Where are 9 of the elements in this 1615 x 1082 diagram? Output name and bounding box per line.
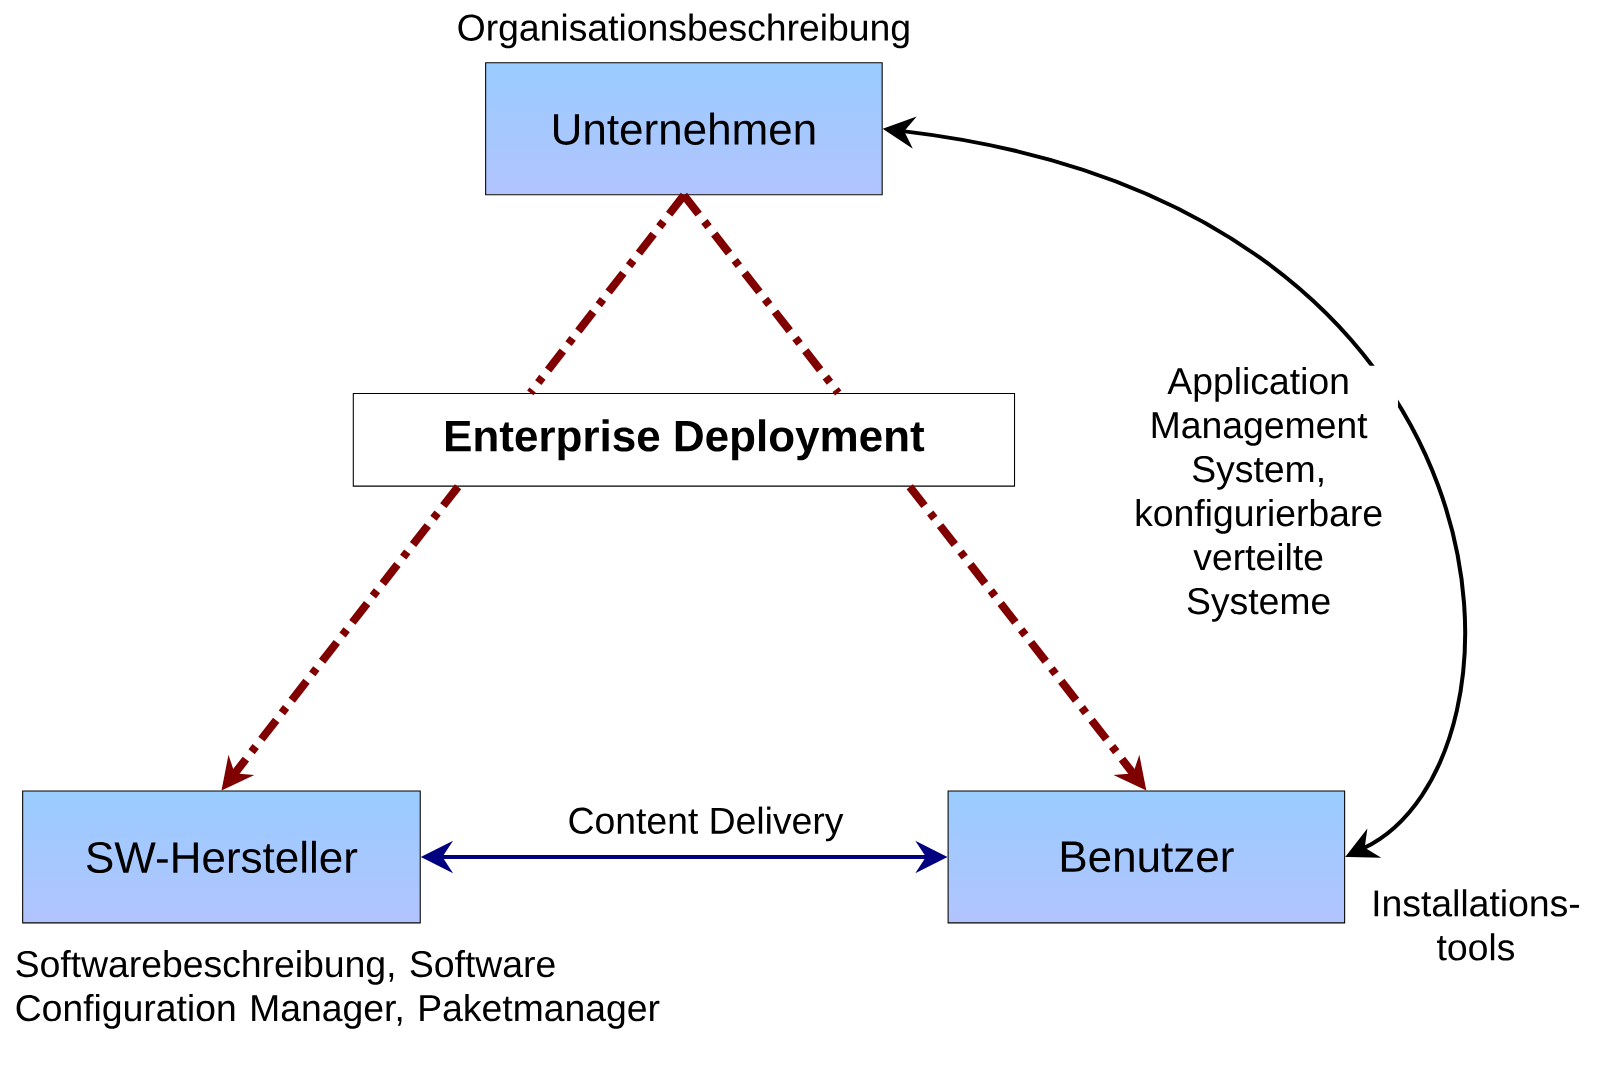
process-box: Benutzer xyxy=(947,790,1346,924)
process-box: Unternehmen xyxy=(485,62,883,195)
label-box: Enterprise Deployment xyxy=(352,392,1016,487)
process-box: SW-Hersteller xyxy=(22,790,421,924)
caption-text: Softwarebeschreibung, Software Configuration Manager, Paketmanager xyxy=(16,949,660,1029)
edge-label: Content Delivery xyxy=(566,805,845,843)
caption-text: Organisationsbeschreibung xyxy=(458,13,909,49)
edge-label: Application Management System, konfigurierbare verteilte Systeme xyxy=(1119,365,1398,623)
caption-text: Installations- tools xyxy=(1374,889,1580,961)
